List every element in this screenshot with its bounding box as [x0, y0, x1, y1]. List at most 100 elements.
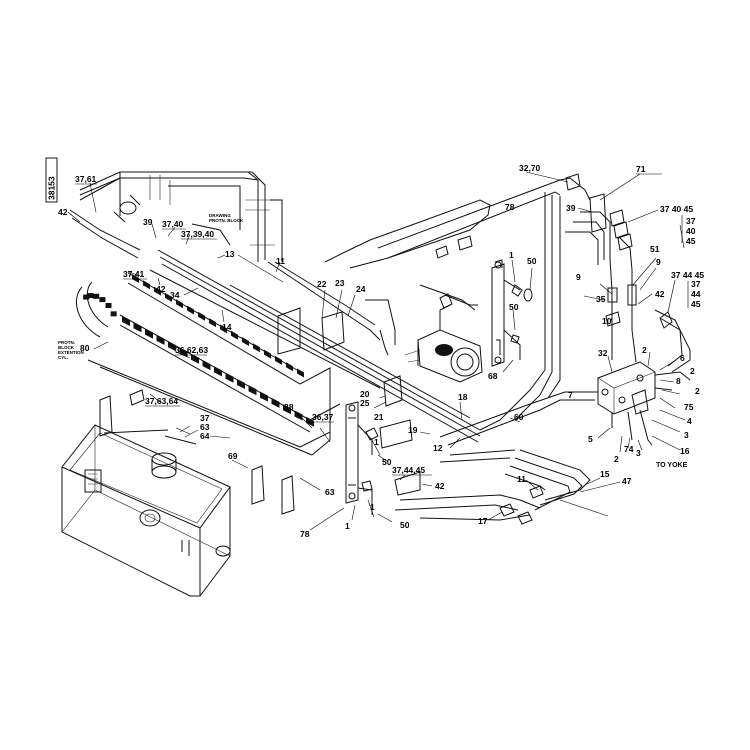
callout: 39: [566, 203, 576, 213]
chain-link: [297, 368, 304, 378]
callout: 36,62,63: [175, 345, 208, 355]
valve-block: [439, 211, 691, 446]
callout: 69: [228, 451, 238, 461]
chain-link: [214, 366, 222, 377]
chain-link: [275, 355, 282, 365]
callout: 32,70: [519, 163, 541, 173]
callout: 2: [695, 386, 700, 396]
callout: 23: [335, 278, 345, 288]
hydraulic-tank: [61, 424, 231, 597]
chain-link: [237, 379, 245, 389]
chain-link: [260, 391, 268, 402]
callout: 17: [478, 516, 488, 526]
chain-link: [99, 297, 106, 303]
chain-link: [105, 302, 112, 308]
callout: 21: [374, 412, 384, 422]
callout: 37,44,45: [392, 465, 425, 475]
chain-link: [253, 343, 260, 353]
chain-link: [264, 349, 271, 359]
callout: 8: [676, 376, 681, 386]
callout: 42: [58, 207, 68, 217]
callout: 25: [360, 398, 370, 408]
callout: 36,37: [312, 412, 334, 422]
callout: 10: [602, 316, 612, 326]
chain-link: [242, 337, 249, 346]
protn-caption: CYL.: [58, 355, 68, 360]
callout: 47: [622, 476, 632, 486]
chain-link: [133, 322, 142, 333]
chain-link: [209, 318, 216, 328]
callout: 74: [624, 444, 634, 454]
callout: 24: [356, 284, 366, 294]
chain-link: [248, 385, 257, 396]
callout: 7: [568, 390, 573, 400]
callout: 51: [650, 244, 660, 254]
extension-cylinder: [345, 401, 379, 515]
callout: 6: [680, 353, 685, 363]
callout: 2: [614, 454, 619, 464]
callout: 13: [225, 249, 235, 259]
drawing-caption: PROTN. BLOCK: [209, 218, 244, 223]
callout: 19: [408, 425, 418, 435]
callout: 22: [317, 279, 327, 289]
callout: 44: [691, 289, 701, 299]
callout: 1: [509, 250, 514, 260]
chain-link: [198, 311, 205, 321]
callout: 1: [374, 437, 379, 447]
callout: 9: [576, 272, 581, 282]
chain-link: [220, 324, 227, 334]
chain-link: [306, 416, 314, 427]
callout: 60: [514, 412, 524, 422]
callout: 42: [435, 481, 445, 491]
chain-link: [202, 360, 211, 371]
chain-link: [191, 353, 199, 364]
callout: 50: [400, 520, 410, 530]
protn-caption: BLOCK: [58, 345, 75, 350]
chain-link: [231, 330, 238, 340]
callout: 4: [687, 416, 692, 426]
callout: 37: [691, 279, 701, 289]
leader-lines: [67, 171, 686, 531]
callout: 11: [276, 256, 285, 266]
protn-caption: EXTENTION: [58, 350, 84, 355]
return-lines: [324, 177, 591, 431]
callout: 50: [527, 256, 537, 266]
brackets: [99, 307, 421, 515]
callout: 3: [684, 430, 689, 440]
chain-link: [187, 305, 194, 315]
chain-link: [271, 397, 280, 408]
callout: 15: [600, 469, 610, 479]
figure-number-box: 38153: [45, 157, 58, 203]
chain-link: [168, 341, 176, 352]
callout: 63: [325, 487, 335, 497]
callout: 50: [509, 302, 519, 312]
hydraulic-pump: [404, 293, 483, 383]
chain-link: [225, 372, 234, 383]
callout: 39: [143, 217, 153, 227]
callout: 1: [345, 521, 350, 531]
callout: 14: [222, 322, 232, 332]
callout: 80: [80, 343, 90, 353]
top-pipework: [69, 171, 381, 341]
chain-link: [122, 316, 130, 326]
callout: 1: [370, 502, 375, 512]
chain-link: [143, 280, 150, 290]
chain-link: [286, 362, 293, 372]
callout: 11: [517, 474, 526, 484]
callout: 3: [636, 448, 641, 458]
chain-link: [83, 294, 90, 300]
callout: 40: [686, 226, 696, 236]
callout: 78: [505, 202, 515, 212]
protn-caption: PROTN.: [58, 340, 75, 345]
lower-pipe-bundle: [394, 449, 591, 525]
callout: 50: [382, 457, 392, 467]
to-yoke-caption: TO YOKE: [656, 462, 688, 469]
chain-link: [176, 299, 183, 309]
callout: 20: [360, 389, 370, 399]
callout: 37,61: [75, 174, 97, 184]
figure-number: 38153: [47, 176, 57, 200]
callout: 32: [598, 348, 608, 358]
callout: 9: [656, 257, 661, 267]
hydraulic-cylinder: [491, 259, 533, 367]
